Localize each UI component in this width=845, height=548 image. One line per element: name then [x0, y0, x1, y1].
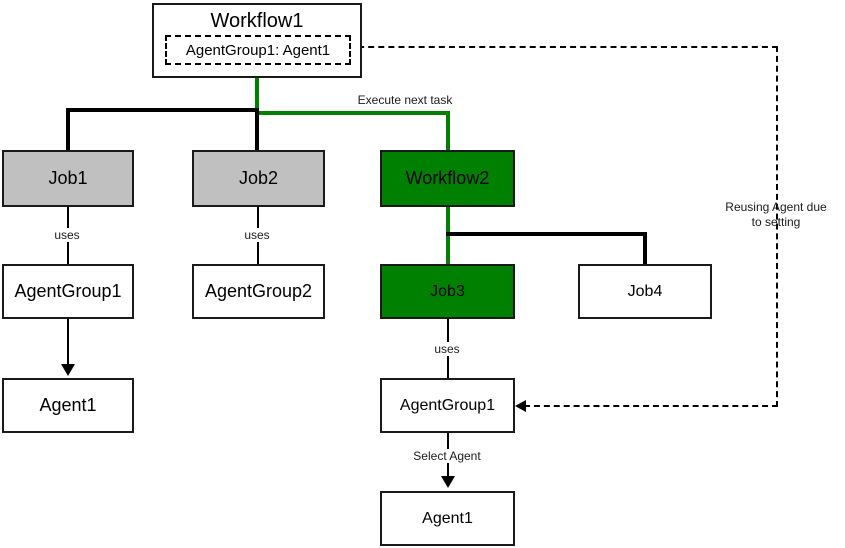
node-agentgroup1-label: AgentGroup1: [14, 281, 122, 301]
node-job4-label: Job4: [627, 282, 663, 300]
node-agentgroup2-label: AgentGroup2: [204, 281, 313, 301]
node-workflow1-binding: AgentGroup1: Agent1: [165, 35, 351, 65]
node-job4[interactable]: Job4: [578, 264, 712, 319]
edge-bus-to-job2: [255, 108, 259, 152]
node-agent1b-label: Agent1: [422, 509, 473, 527]
node-workflow2[interactable]: Workflow2: [380, 150, 515, 207]
edge-reuse-bottom-horizontal: [524, 405, 778, 407]
edge-green-down-to-workflow2: [446, 111, 450, 152]
node-job3-label: Job3: [430, 282, 465, 300]
node-job2[interactable]: Job2: [192, 150, 325, 207]
edge-label-uses-job2: uses: [236, 228, 278, 242]
edge-agentgroup1-to-agent1: [67, 319, 69, 367]
arrowhead-reuse-to-agentgroup1b: [515, 400, 526, 412]
edge-bus-to-job1: [66, 108, 70, 152]
edge-label-execute-next-task: Execute next task: [343, 93, 467, 107]
node-agentgroup1b[interactable]: AgentGroup1: [380, 378, 515, 433]
edge-label-uses-job1: uses: [46, 228, 88, 242]
node-agentgroup2[interactable]: AgentGroup2: [192, 264, 325, 319]
edge-workflow2-to-job4-horizontal: [446, 232, 646, 236]
edge-reuse-right-vertical: [776, 46, 778, 407]
edge-bus-jobs-horizontal: [66, 108, 258, 112]
node-agentgroup1[interactable]: AgentGroup1: [2, 264, 134, 319]
arrowhead-agentgroup1b-to-agent1b: [441, 476, 455, 488]
node-workflow1[interactable]: Workflow1 AgentGroup1: Agent1: [152, 3, 362, 78]
node-agentgroup1b-label: AgentGroup1: [399, 396, 496, 414]
edge-workflow2-to-job4-vertical: [643, 232, 647, 265]
edge-green-to-workflow2-horizontal: [255, 111, 450, 115]
note-reusing-agent: Reusing Agent due to setting: [700, 200, 845, 230]
node-job3[interactable]: Job3: [380, 264, 515, 319]
note-reusing-agent-line1: Reusing Agent due: [725, 200, 827, 214]
edge-workflow2-to-job3: [446, 207, 450, 265]
edge-reuse-top-horizontal: [348, 46, 778, 48]
node-job1[interactable]: Job1: [2, 150, 134, 207]
edge-label-select-agent: Select Agent: [404, 449, 490, 463]
edge-workflow1-green-trunk: [255, 78, 259, 114]
node-workflow2-label: Workflow2: [405, 168, 490, 188]
node-agent1-label: Agent1: [39, 395, 97, 415]
node-job1-label: Job1: [48, 168, 88, 188]
note-reusing-agent-line2: to setting: [751, 215, 801, 229]
node-agent1b[interactable]: Agent1: [380, 491, 515, 546]
edge-label-uses-job3: uses: [426, 342, 468, 356]
arrowhead-agentgroup1-to-agent1: [61, 364, 75, 376]
node-workflow1-title: Workflow1: [210, 10, 304, 32]
node-job2-label: Job2: [238, 168, 279, 188]
node-agent1[interactable]: Agent1: [2, 378, 134, 433]
